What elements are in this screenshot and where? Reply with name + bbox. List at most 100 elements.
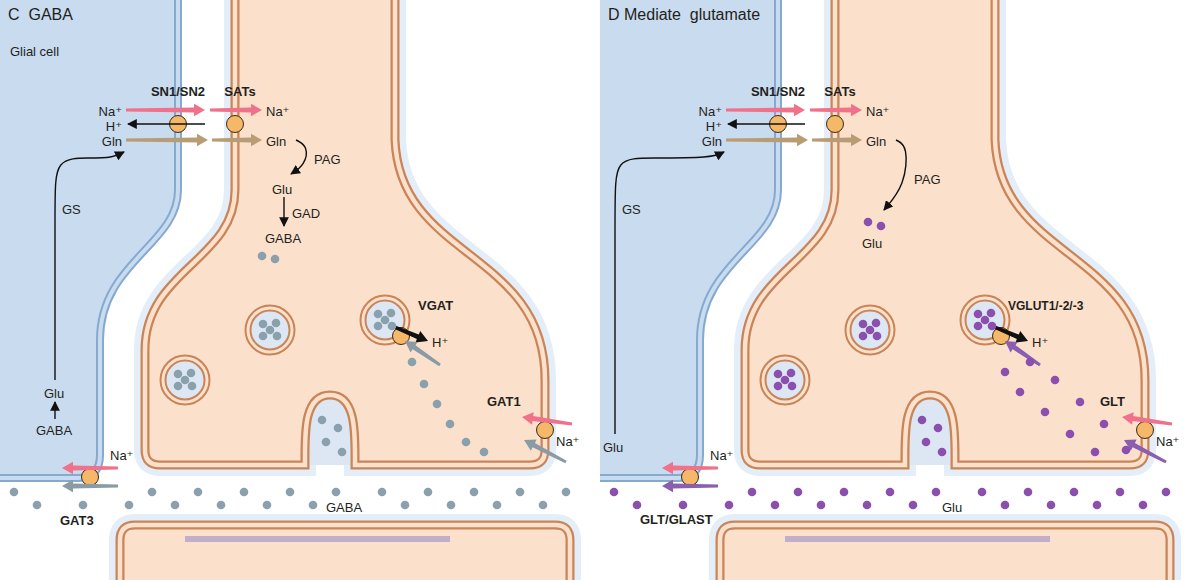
transporter: [82, 469, 99, 486]
neurotransmitter-dot: [332, 488, 341, 497]
neurotransmitter-dot: [918, 416, 927, 425]
neurotransmitter-dot: [981, 316, 990, 325]
neurotransmitter-dot: [187, 369, 196, 378]
neurotransmitter-dot: [1122, 446, 1131, 455]
reaction-arrow: [884, 140, 906, 210]
neurotransmitter-dot: [259, 320, 268, 329]
neurotransmitter-dot: [988, 322, 997, 331]
transport-arrow: [126, 134, 208, 147]
protein-label: SATs: [224, 85, 255, 99]
neurotransmitter-dot: [886, 488, 895, 497]
neurotransmitter-dot: [1070, 488, 1079, 497]
molecule-label: H⁺: [1032, 336, 1048, 350]
molecule-label: H⁺: [706, 120, 722, 134]
molecule-label: Glu: [862, 237, 882, 251]
reaction-arrow: [54, 402, 55, 419]
neurotransmitter-dot: [125, 501, 134, 510]
neurotransmitter-dot: [932, 488, 941, 497]
transport-arrow: [812, 134, 862, 147]
protein-label: VGLUT1/-2/-3: [1008, 299, 1083, 313]
neurotransmitter-dot: [286, 488, 295, 497]
neurotransmitter-dot: [872, 319, 881, 328]
transport-arrow: [212, 134, 262, 147]
neurotransmitter-dot: [974, 322, 983, 331]
reaction-arrow: [615, 152, 724, 434]
neurotransmitter-dot: [1116, 488, 1125, 497]
transport-arrow: [126, 104, 205, 117]
molecule-label: Glu: [44, 387, 64, 401]
neurotransmitter-dot: [188, 382, 197, 391]
molecule-label: Gln: [102, 135, 122, 149]
neurotransmitter-dot: [273, 332, 282, 341]
molecule-label: Glu: [942, 501, 962, 515]
neurotransmitter-dot: [1041, 408, 1050, 417]
reaction-arrow: [55, 152, 124, 380]
neurotransmitter-dot: [148, 488, 157, 497]
protein-label: SN1/SN2: [751, 85, 805, 99]
neurotransmitter-dot: [679, 501, 688, 510]
neurotransmitter-dot: [387, 309, 396, 318]
neurotransmitter-dot: [877, 222, 886, 231]
transport-arrow: [662, 462, 718, 475]
protein-label: GLT: [1100, 395, 1125, 409]
neurotransmitter-dot: [480, 448, 489, 457]
neurotransmitter-dot: [194, 488, 203, 497]
neurotransmitter-dot: [725, 501, 734, 510]
neurotransmitter-dot: [470, 488, 479, 497]
neurotransmitter-dot: [788, 382, 797, 391]
transport-arrow: [726, 134, 808, 147]
molecule-label: Gln: [866, 135, 886, 149]
panel-title: D Mediate glutamate: [608, 8, 760, 22]
molecule-label: Gln: [702, 135, 722, 149]
protein-label: GAT3: [60, 514, 94, 528]
neurotransmitter-dot: [978, 488, 987, 497]
reaction-arrow: [283, 197, 284, 226]
reaction-arrow: [291, 140, 306, 174]
neurotransmitter-dot: [271, 255, 280, 264]
neurotransmitter-dot: [374, 310, 383, 319]
transport-arrow: [1121, 411, 1173, 430]
neurotransmitter-dot: [938, 448, 947, 457]
neurotransmitter-dot: [240, 488, 249, 497]
neurotransmitter-dot: [33, 501, 42, 510]
neurotransmitter-dot: [266, 326, 275, 335]
transport-arrow: [210, 104, 262, 117]
transporter: [227, 116, 244, 133]
transport-layer: [10, 104, 1173, 510]
molecule-label: PAG: [914, 173, 941, 187]
neurotransmitter-dot: [1016, 388, 1025, 397]
transport-arrow: [662, 480, 718, 493]
neurotransmitter-dot: [420, 380, 429, 389]
protein-label: VGAT: [418, 299, 453, 313]
neurotransmitter-dot: [1051, 376, 1060, 385]
neurotransmitter-dot: [447, 501, 456, 510]
neurotransmitter-dot: [864, 218, 873, 227]
neurotransmitter-dot: [378, 488, 387, 497]
neurotransmitter-dot: [1001, 368, 1010, 377]
neurotransmitter-dot: [633, 501, 642, 510]
transporter: [682, 469, 699, 486]
protein-label: SATs: [824, 85, 855, 99]
neurotransmitter-dot: [748, 488, 757, 497]
panel-title: C GABA: [8, 8, 73, 22]
molecule-label: Na⁺: [699, 105, 722, 119]
molecule-label: GABA: [265, 232, 301, 246]
neurotransmitter-dot: [1024, 488, 1033, 497]
reaction-arrow: [128, 123, 205, 124]
neurotransmitter-dot: [1026, 358, 1035, 367]
neurotransmitter-dot: [774, 370, 783, 379]
molecule-label: GABA: [36, 424, 72, 438]
transporter: [827, 116, 844, 133]
neurotransmitter-dot: [1093, 501, 1102, 510]
protein-label: GAT1: [487, 395, 521, 409]
neurotransmitter-dot: [610, 488, 619, 497]
neurotransmitter-dot: [10, 488, 19, 497]
neurotransmitter-dot: [334, 424, 343, 433]
neurotransmitter-dot: [840, 488, 849, 497]
neurotransmitter-dot: [258, 252, 267, 261]
neurotransmitter-dot: [79, 501, 88, 510]
molecule-label: Gln: [266, 135, 286, 149]
molecule-label: GS: [62, 203, 81, 217]
molecule-label: GAD: [292, 207, 320, 221]
